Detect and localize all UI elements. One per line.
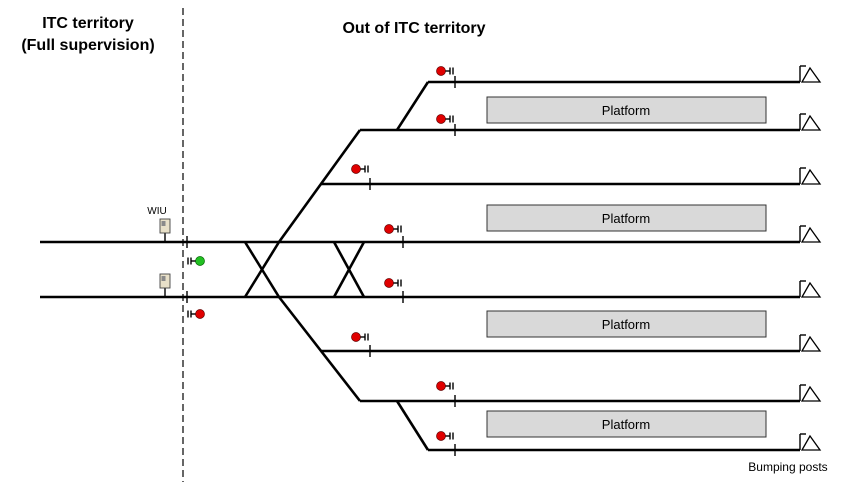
platform-3: Platform [486,310,767,338]
platform-3-label: Platform [602,317,650,332]
bumping-post-1 [799,65,822,83]
itc-territory-subtitle: (Full supervision) [21,37,154,54]
bumping-post-8 [799,433,822,451]
wiu-device-lower [159,273,171,297]
platform-1-label: Platform [602,103,650,118]
signal-track-2 [436,114,454,124]
platform-2: Platform [486,204,767,232]
platform-4-label: Platform [602,417,650,432]
bumping-post-2 [799,113,822,131]
signal-track-5 [384,278,402,288]
signal-track-1 [436,66,454,76]
bumping-post-4 [799,225,822,243]
bumping-post-6 [799,334,822,352]
crossover-1 [243,241,281,298]
signal-track-4 [384,224,402,234]
platform-1: Platform [486,96,767,124]
signal-green-boundary [187,256,205,266]
out-of-itc-title: Out of ITC territory [342,20,485,37]
itc-territory-title: ITC territory [42,15,134,32]
platform-2-label: Platform [602,211,650,226]
wiu-device-upper [159,218,171,242]
signal-track-3 [351,164,369,174]
signal-track-8 [436,431,454,441]
bumping-post-5 [799,280,822,298]
wiu-label: WIU [147,206,166,217]
bumping-posts-label: Bumping posts [748,460,827,474]
lower-junction [277,296,800,452]
bumping-post-7 [799,384,822,402]
signal-track-6 [351,332,369,342]
signal-red-boundary [187,309,205,319]
bumping-post-3 [799,167,822,185]
crossover-2 [332,241,366,298]
platform-4: Platform [486,410,767,438]
upper-junction [277,80,800,243]
signal-track-7 [436,381,454,391]
